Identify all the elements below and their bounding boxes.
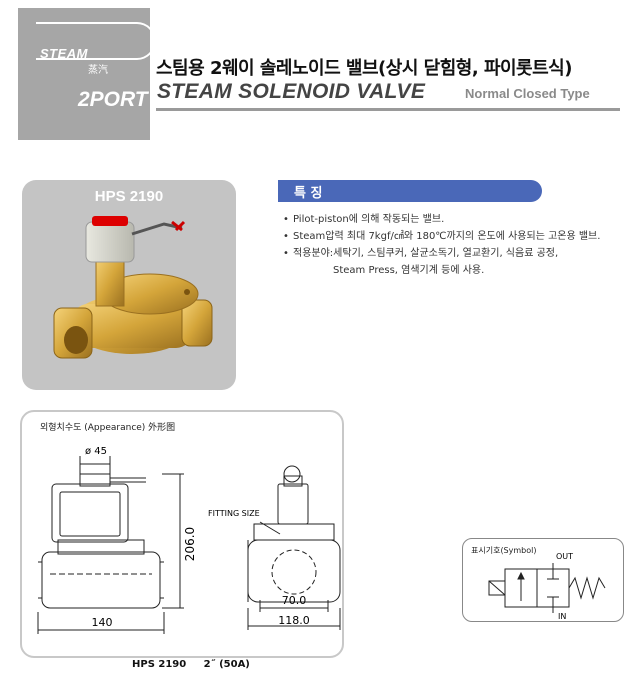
feature-item-continuation: Steam Press, 염색기계 등에 사용. (333, 265, 485, 276)
category-badge: STEAM 蒸汽 2PORT (18, 8, 156, 140)
badge-pill-outline (36, 22, 156, 60)
features-heading: 특 징 (294, 186, 323, 201)
badge-steam-label: STEAM (40, 46, 88, 61)
symbol-panel: 표시기호(Symbol) OUT IN (462, 538, 624, 622)
footer-model: HPS 2190 (132, 659, 187, 670)
features-header: 특 징 (278, 180, 542, 202)
dim-diameter-label: ø 45 (85, 446, 107, 457)
feature-item: 적용분야:세탁기, 스팀쿠커, 살균소독기, 열교환기, 식음료 공정, (283, 245, 633, 262)
dimension-drawing: ø 45 206.0 140 FITTING SIZE 70.0 118.0 (37, 446, 341, 634)
feature-item: Steam압력 최대 7kgf/㎠와 180℃까지의 온도에 사용되는 고온용 … (283, 228, 633, 245)
dim-width-label: 140 (92, 616, 113, 629)
valve-symbol-icon: OUT IN (488, 552, 606, 621)
product-model-label: HPS 2190 (94, 188, 164, 205)
dimension-drawing-title: 외형치수도 (Appearance) 外形图 (40, 423, 176, 433)
model-size-caption: HPS 2190 2˝ (50A) (132, 659, 250, 670)
dim-outer-label: 118.0 (278, 614, 310, 627)
product-photo-panel: HPS 2190 (22, 180, 236, 390)
page-title-korean: 스팀용 2웨이 솔레노이드 밸브(상시 닫힘형, 파이롯트식) (156, 58, 572, 79)
symbol-out-label: OUT (556, 552, 573, 561)
valve-type-label: Normal Closed Type (465, 86, 590, 101)
badge-hanja-label: 蒸汽 (88, 65, 108, 76)
solenoid-valve-image (53, 216, 213, 359)
page-title-english: STEAM SOLENOID VALVE (157, 80, 426, 103)
feature-item: Pilot-piston에 의해 작동되는 밸브. (283, 211, 633, 228)
fitting-size-label: FITTING SIZE (208, 509, 260, 518)
dimension-drawing-panel: 외형치수도 (Appearance) 外形图 (20, 410, 344, 658)
footer-size: 2˝ (50A) (203, 659, 250, 670)
features-list: Pilot-piston에 의해 작동되는 밸브. Steam압력 최대 7kg… (283, 211, 633, 279)
symbol-in-label: IN (558, 612, 566, 621)
title-underline (156, 108, 620, 111)
badge-port-label: 2PORT (78, 88, 148, 111)
dim-inner-label: 70.0 (282, 594, 307, 607)
dim-height-label: 206.0 (183, 527, 197, 561)
symbol-title: 표시기호(Symbol) (471, 546, 537, 555)
